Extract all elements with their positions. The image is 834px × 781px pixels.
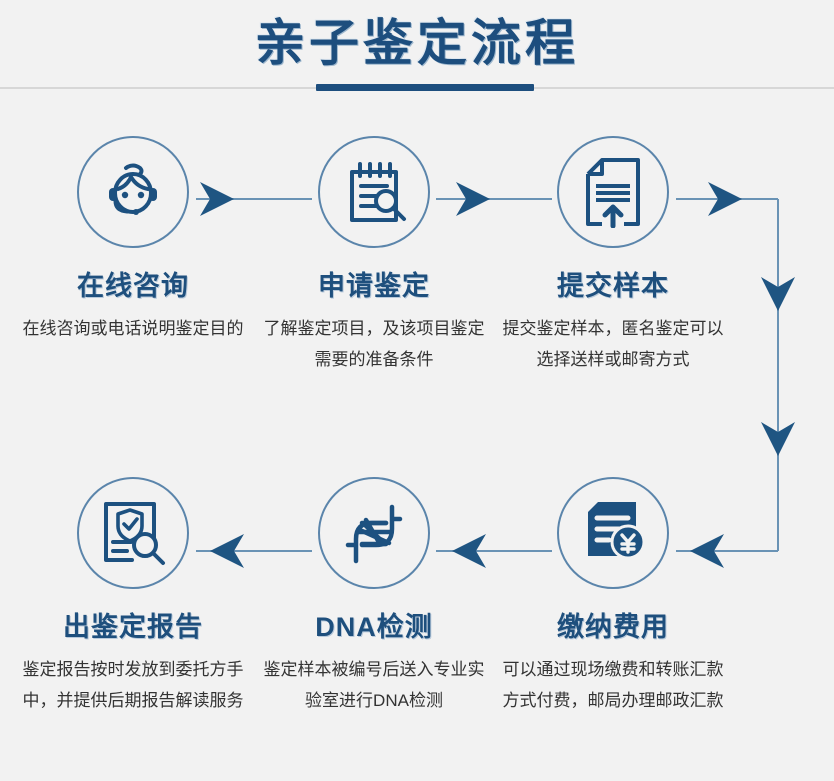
- step-description: 提交鉴定样本，匿名鉴定可以选择送样或邮寄方式: [502, 319, 724, 369]
- flow-step-pay-fee[interactable]: 缴纳费用 可以通过现场缴费和转账汇款方式付费，邮局办理邮政汇款: [488, 477, 738, 716]
- customer-service-agent-icon: [109, 163, 157, 215]
- step-label: DNA检测: [315, 612, 433, 642]
- step-description: 在线咨询或电话说明鉴定目的: [22, 319, 244, 338]
- step-icon-circle: [557, 477, 669, 589]
- step-label: 出鉴定报告: [63, 612, 203, 642]
- process-flow-diagram: 在线咨询 在线咨询或电话说明鉴定目的 申请鉴定 了解鉴定项目，及该项目鉴定需要的…: [0, 96, 834, 781]
- clipboard-magnifier-icon: [350, 162, 406, 222]
- page-header: 亲子鉴定流程: [0, 0, 834, 96]
- report-shield-magnifier-icon: [104, 502, 165, 565]
- step-icon-circle: [77, 136, 189, 248]
- step-description: 鉴定样本被编号后送入专业实验室进行DNA检测: [263, 660, 485, 710]
- flow-step-apply-identification[interactable]: 申请鉴定 了解鉴定项目，及该项目鉴定需要的准备条件: [249, 136, 499, 375]
- step-icon-circle: [318, 477, 430, 589]
- step-label: 提交样本: [557, 271, 669, 301]
- step-description: 鉴定报告按时发放到委托方手中，并提供后期报告解读服务: [22, 660, 244, 710]
- step-label: 在线咨询: [77, 271, 189, 301]
- step-icon-circle: [557, 136, 669, 248]
- flow-step-dna-test[interactable]: DNA检测 鉴定样本被编号后送入专业实验室进行DNA检测: [249, 477, 499, 716]
- step-label: 申请鉴定: [318, 271, 430, 301]
- flow-step-online-consultation[interactable]: 在线咨询 在线咨询或电话说明鉴定目的: [8, 136, 258, 344]
- document-upload-icon: [586, 158, 640, 228]
- invoice-yen-icon: [588, 502, 646, 560]
- flow-step-issue-report[interactable]: 出鉴定报告 鉴定报告按时发放到委托方手中，并提供后期报告解读服务: [8, 477, 258, 716]
- step-icon-circle: [318, 136, 430, 248]
- arrow-down-upper: [761, 277, 795, 311]
- dna-helix-icon: [345, 504, 403, 564]
- arrow-down-lower: [761, 422, 795, 456]
- step-icon-circle: [77, 477, 189, 589]
- step-description: 了解鉴定项目，及该项目鉴定需要的准备条件: [263, 319, 485, 369]
- flow-step-submit-sample[interactable]: 提交样本 提交鉴定样本，匿名鉴定可以选择送样或邮寄方式: [488, 136, 738, 375]
- header-accent-bar: [316, 84, 534, 91]
- step-description: 可以通过现场缴费和转账汇款方式付费，邮局办理邮政汇款: [502, 660, 724, 710]
- step-label: 缴纳费用: [557, 612, 669, 642]
- page-title: 亲子鉴定流程: [255, 15, 579, 71]
